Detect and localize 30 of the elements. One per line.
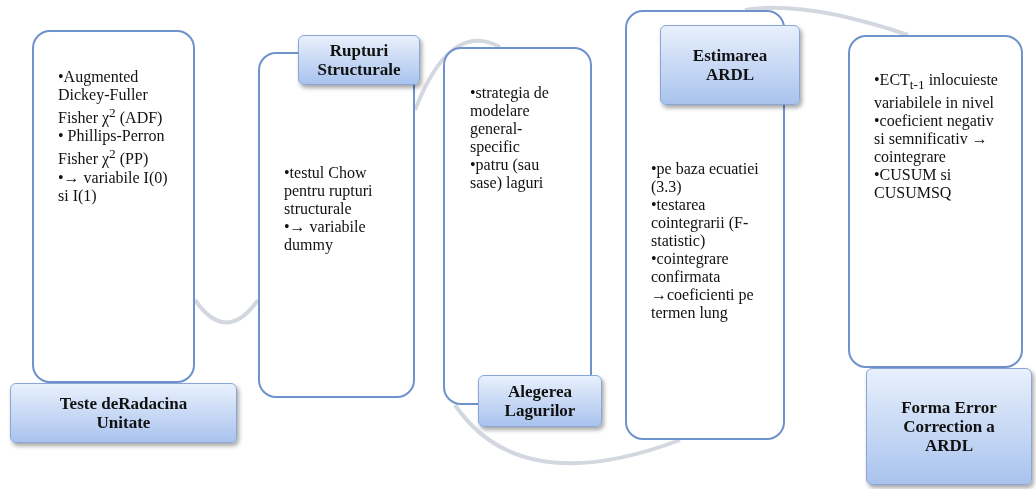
content-panel <box>443 47 592 405</box>
connector-arc <box>193 298 260 325</box>
bullet-text: •coeficient negativ si semnificativ → cointegrare <box>874 112 995 167</box>
connector-arc <box>744 5 909 37</box>
heading-box <box>298 35 420 85</box>
bullet-text: •pe baza ecuatiei (3.3) <box>651 160 760 196</box>
content-panel <box>32 30 195 383</box>
bullet-text: •testul Chow pentru rupturi structurale <box>284 164 374 218</box>
content-panel <box>848 35 1023 368</box>
heading-text: Teste deRadacina Unitate <box>58 394 189 432</box>
bullet-text: •patru (sau sase) laguri <box>470 156 545 192</box>
bullet-text: •→ variabile I(0) si I(1) <box>58 168 169 205</box>
connector-arc <box>453 403 681 466</box>
heading-text: Rupturi Structurale <box>316 41 402 79</box>
bullet-text: •strategia de modelare general-specific <box>470 84 550 156</box>
bullet-text: •→ variabile dummy <box>284 218 367 254</box>
bullet-text: • Phillips-Perron Fisher χ$^{2}$ (PP) <box>58 127 166 169</box>
bullet-text: •testarea cointegrarii (F-statistic) <box>651 196 750 250</box>
bullet-text: •CUSUM si CUSUMSQ <box>874 166 953 203</box>
heading-text: Alegerea Lagurilor <box>503 382 577 420</box>
heading-box <box>478 375 602 427</box>
connector-arc <box>413 38 501 111</box>
heading-box <box>10 383 237 443</box>
heading-text: Forma Error Correction a ARDL <box>900 398 998 455</box>
heading-text: Estimarea ARDL <box>691 46 769 84</box>
bullet-text: •ECT$_{t-1}$ inlocuieste variabilele in nivel <box>874 71 998 113</box>
heading-box <box>866 368 1032 485</box>
bullet-text: •Augmented Dickey-Fuller Fisher χ$^{2}$ (ADF) <box>58 68 164 128</box>
bullet-text: •cointegrare confirmata →coeficienti pe termen lung <box>651 250 755 322</box>
heading-box <box>660 25 800 105</box>
